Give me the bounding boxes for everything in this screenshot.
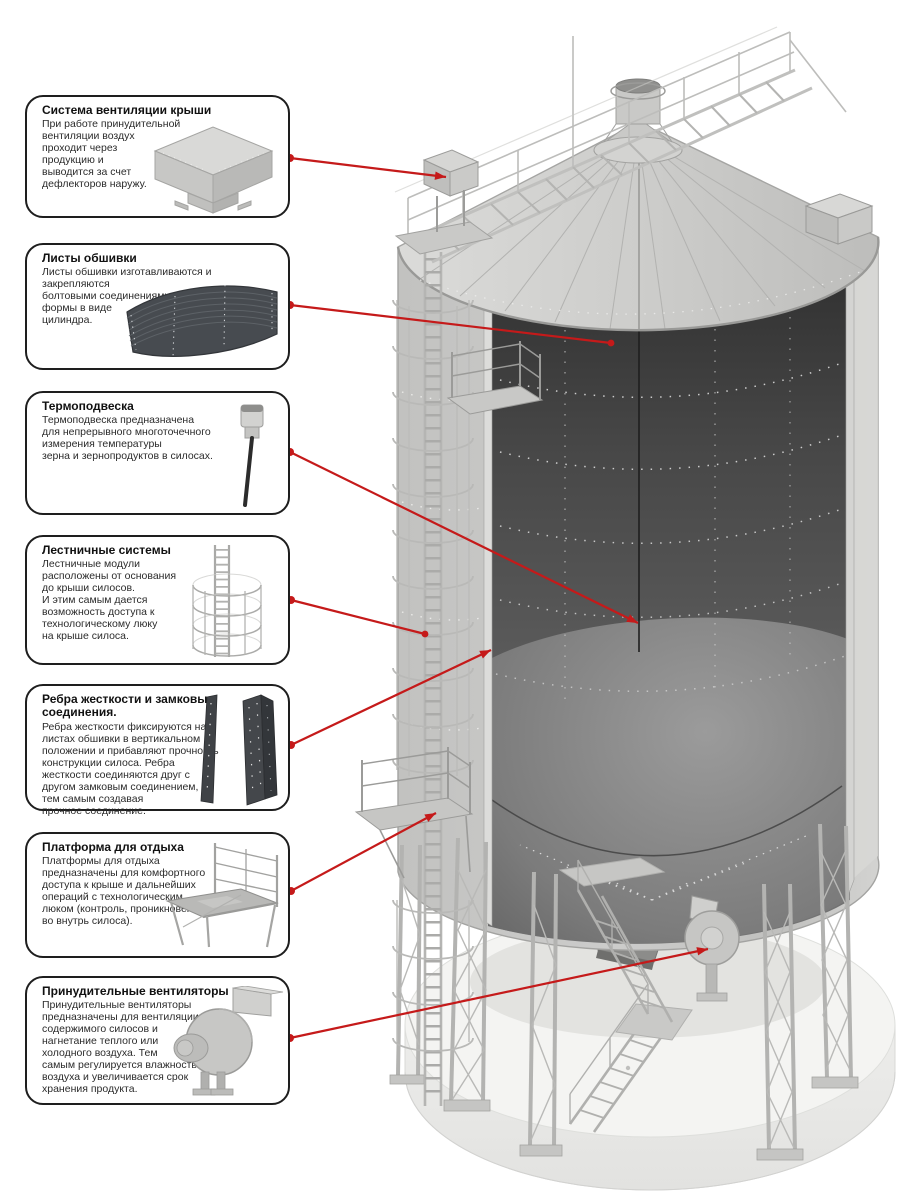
silo-shadow [470, 926, 826, 1038]
roof-vent-deflector [422, 149, 480, 232]
roof-vent-deflector-image [153, 126, 274, 214]
callout-rest-platform: Платформа для отдыха Платформы для отдых… [25, 832, 290, 958]
callout-title: Ребра жесткости и замковые соединения. [42, 692, 215, 720]
silo-interior-cutaway [483, 280, 855, 944]
roof-staircase [394, 26, 847, 264]
curved-sheet-image [126, 284, 278, 359]
centrifugal-fan-image [173, 986, 284, 1096]
callout-title: Платформа для отдыха [42, 840, 184, 854]
support-legs-bracing [399, 849, 851, 1149]
silo-body [397, 236, 880, 951]
callout-stiffening-ribs: Ребра жесткости и замковые соединения. Р… [25, 684, 290, 817]
callout-ladder-systems: Лестничные системы Лестничные модули рас… [25, 535, 290, 665]
roof-hatch [804, 193, 874, 245]
callout-roof-vent-system: Система вентиляции крыши При работе прин… [25, 95, 290, 218]
roof-collar-vent [593, 78, 683, 164]
stiffener-ribs-image [200, 694, 278, 806]
callout-thermo-suspension: Термоподвеска Термоподвеска предназначен… [25, 391, 290, 515]
rest-platform-structure [354, 747, 474, 879]
callout-body: Лестничные модули расположены от основан… [42, 558, 177, 643]
callout-body: При работе принудительной вентиляции воз… [42, 118, 181, 191]
silo-roof [396, 78, 880, 332]
callout-sheathing-sheets: Листы обшивки Листы обшивки изготавливаю… [25, 243, 290, 370]
callout-title: Листы обшивки [42, 251, 137, 265]
callout-body: Платформы для отдыха предназначены для к… [42, 855, 206, 928]
callout-body: Принудительные вентиляторы предназначены… [42, 999, 199, 1096]
leg-feet [389, 1074, 859, 1161]
callout-title: Принудительные вентиляторы [42, 984, 229, 998]
bottom-staircase [558, 857, 693, 1133]
callout-body: Ребра жесткости фиксируются на листах об… [42, 720, 219, 817]
callout-title: Лестничные системы [42, 543, 171, 557]
concrete-base [404, 912, 896, 1191]
caged-ladder [354, 252, 544, 1106]
callout-forced-fans: Принудительные вентиляторы Принудительны… [25, 976, 290, 1105]
rest-platform-image [165, 843, 279, 948]
caged-ladder-image [192, 545, 262, 657]
upper-platform [446, 341, 544, 415]
thermo-cable-image [240, 404, 264, 507]
base-fan [684, 895, 740, 1002]
callout-body: Термоподвеска предназначена для непрерыв… [42, 414, 213, 463]
support-legs [396, 823, 853, 1153]
callout-title: Система вентиляции крыши [42, 103, 212, 117]
callout-title: Термоподвеска [42, 399, 134, 413]
discharge-spout [482, 876, 814, 970]
